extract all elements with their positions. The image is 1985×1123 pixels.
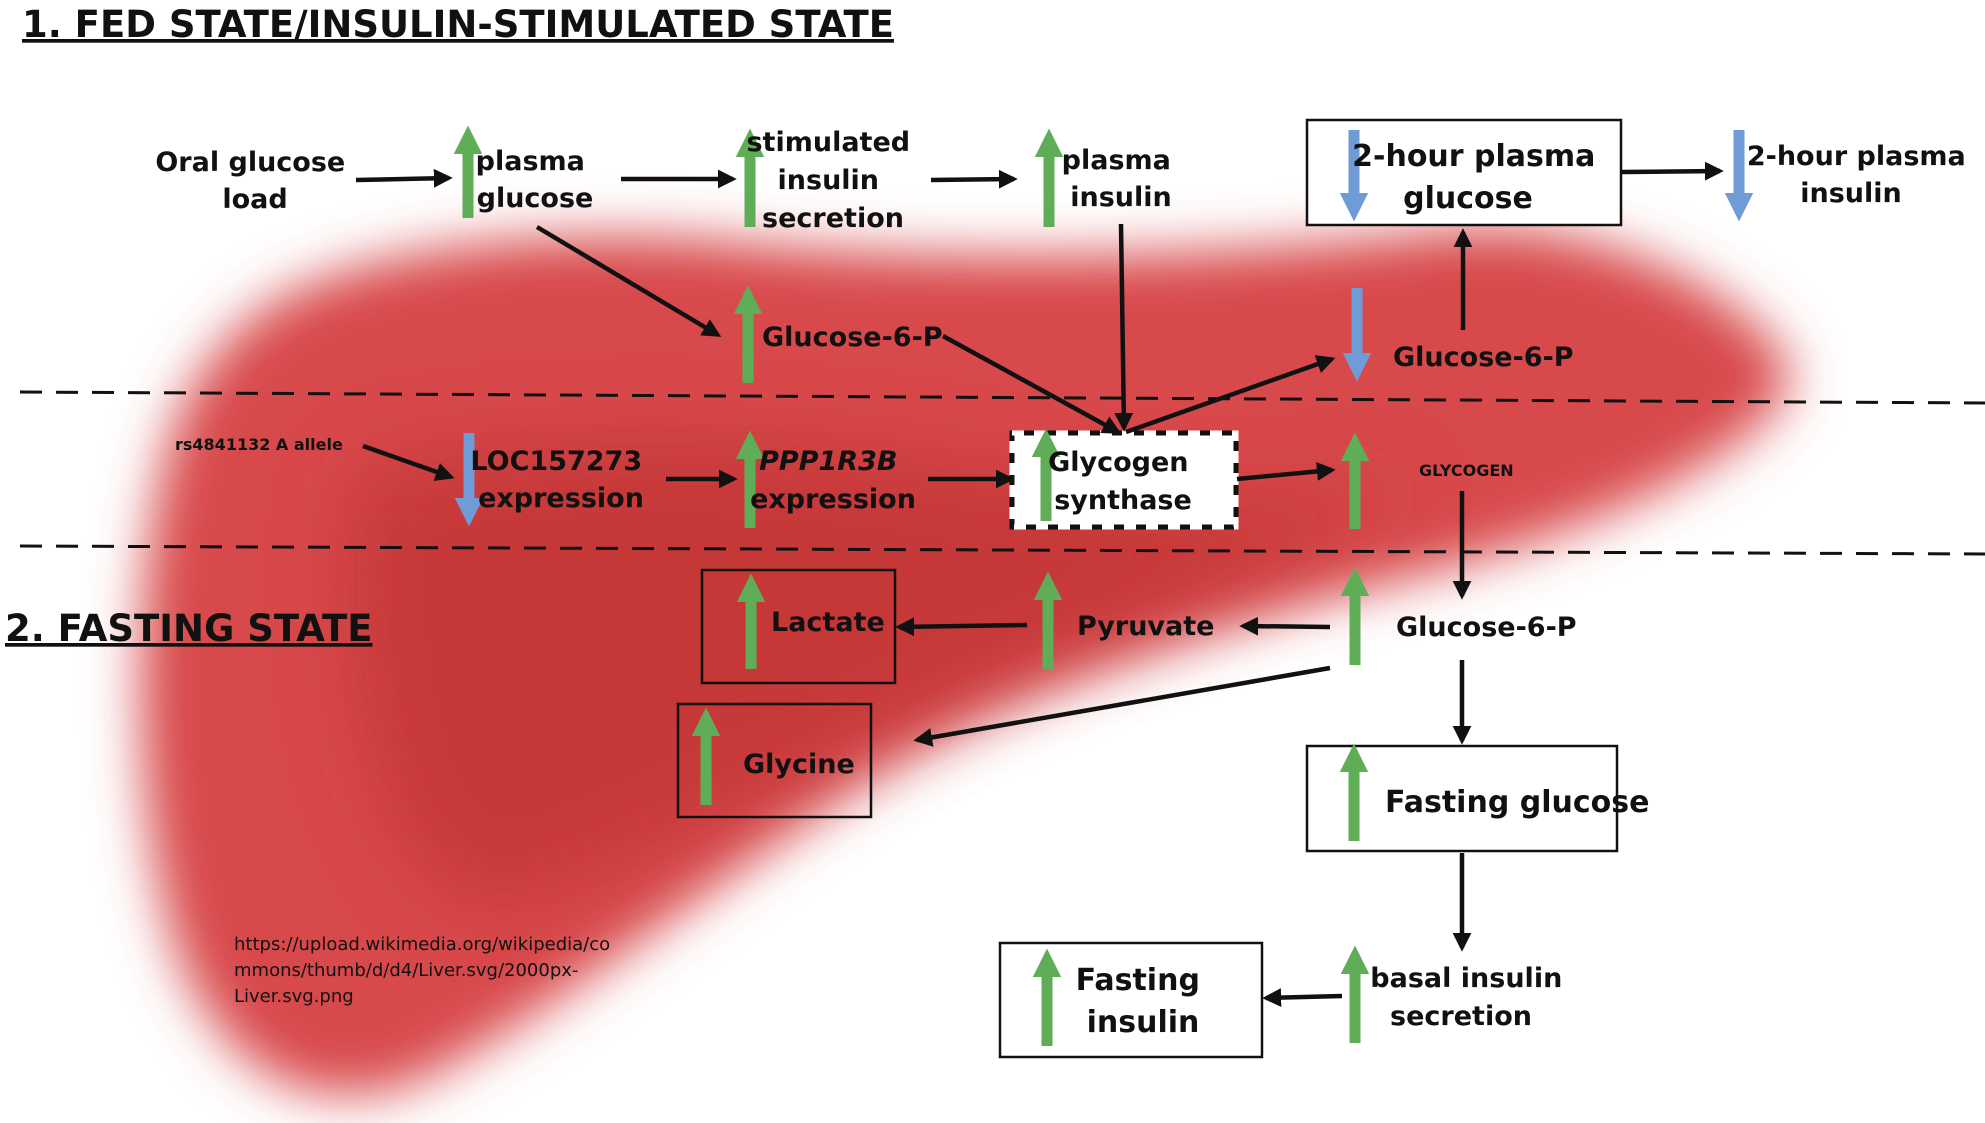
label-two-hour-glucose: 2-hour plasma glucose [1352,139,1606,216]
label-two-hour-insulin: 2-hour plasma insulin [1747,141,1975,209]
label-loc: LOC157273 expression [470,446,651,514]
source-url: https://upload.wikimedia.org/wikipedia/c… [234,934,616,1007]
label-rs-allele: rs4841132 A allele [175,435,343,454]
arrow-oral-to-plasma [355,168,453,188]
label-fasting-glucose: Fasting glucose [1385,785,1649,820]
arrow-synthase-to-g6p-right [1125,355,1336,435]
label-glycine: Glycine [743,749,855,780]
label-g6p-right: Glucose-6-P [1393,342,1574,373]
label-pyruvate: Pyruvate [1077,611,1214,642]
arrow-stimulated-to-insulin [930,169,1018,189]
label-g6p-bottom: Glucose-6-P [1396,612,1577,643]
arrow-g6p-to-pyruvate [1239,616,1331,636]
divider-top [19,390,1985,405]
arrow-basal-to-fasting-insulin [1262,988,1343,1008]
flow-arrows [355,161,1724,1008]
label-plasma-glucose: plasma glucose [476,146,595,214]
label-stimulated-insulin: stimulated insulin secretion [746,127,919,234]
arrow-pyruvate-to-lactate [895,617,1028,637]
label-oral-glucose: Oral glucose load [155,147,354,215]
label-lactate: Lactate [771,607,885,638]
liver-image [141,228,1791,1095]
label-glycogen: GLYCOGEN [1419,461,1514,480]
title-fed-state: 1. FED STATE/INSULIN-STIMULATED STATE [22,3,894,46]
glycine-box [676,702,873,819]
arrow-insulin-to-synthase [1114,223,1134,432]
label-plasma-insulin: plasma insulin [1062,145,1181,213]
arrow-g6p-to-synthase [941,334,1122,434]
divider-bottom [19,544,1985,556]
arrow-rs-to-loc [362,443,455,481]
arrow-g6p-to-glycine [913,665,1331,747]
arrow-synthase-to-glycogen [1236,462,1336,482]
glycogen-synthase-box-dash [1009,430,1239,530]
arrow-plasma-to-g6p [535,225,722,337]
label-ppp: PPP1R3B expression [750,446,916,515]
arrow-two-hour-glucose-to-insulin [1621,161,1724,181]
label-fasting-insulin: Fasting insulin [1076,963,1211,1040]
title-fasting-state: 2. FASTING STATE [5,607,373,650]
indicator-arrows [453,125,1754,1046]
label-glycogen-synthase: Glycogen synthase [1048,447,1198,516]
label-g6p-top: Glucose-6-P [762,322,943,353]
label-basal-insulin: basal insulin secretion [1370,963,1571,1032]
lactate-box [700,568,897,685]
